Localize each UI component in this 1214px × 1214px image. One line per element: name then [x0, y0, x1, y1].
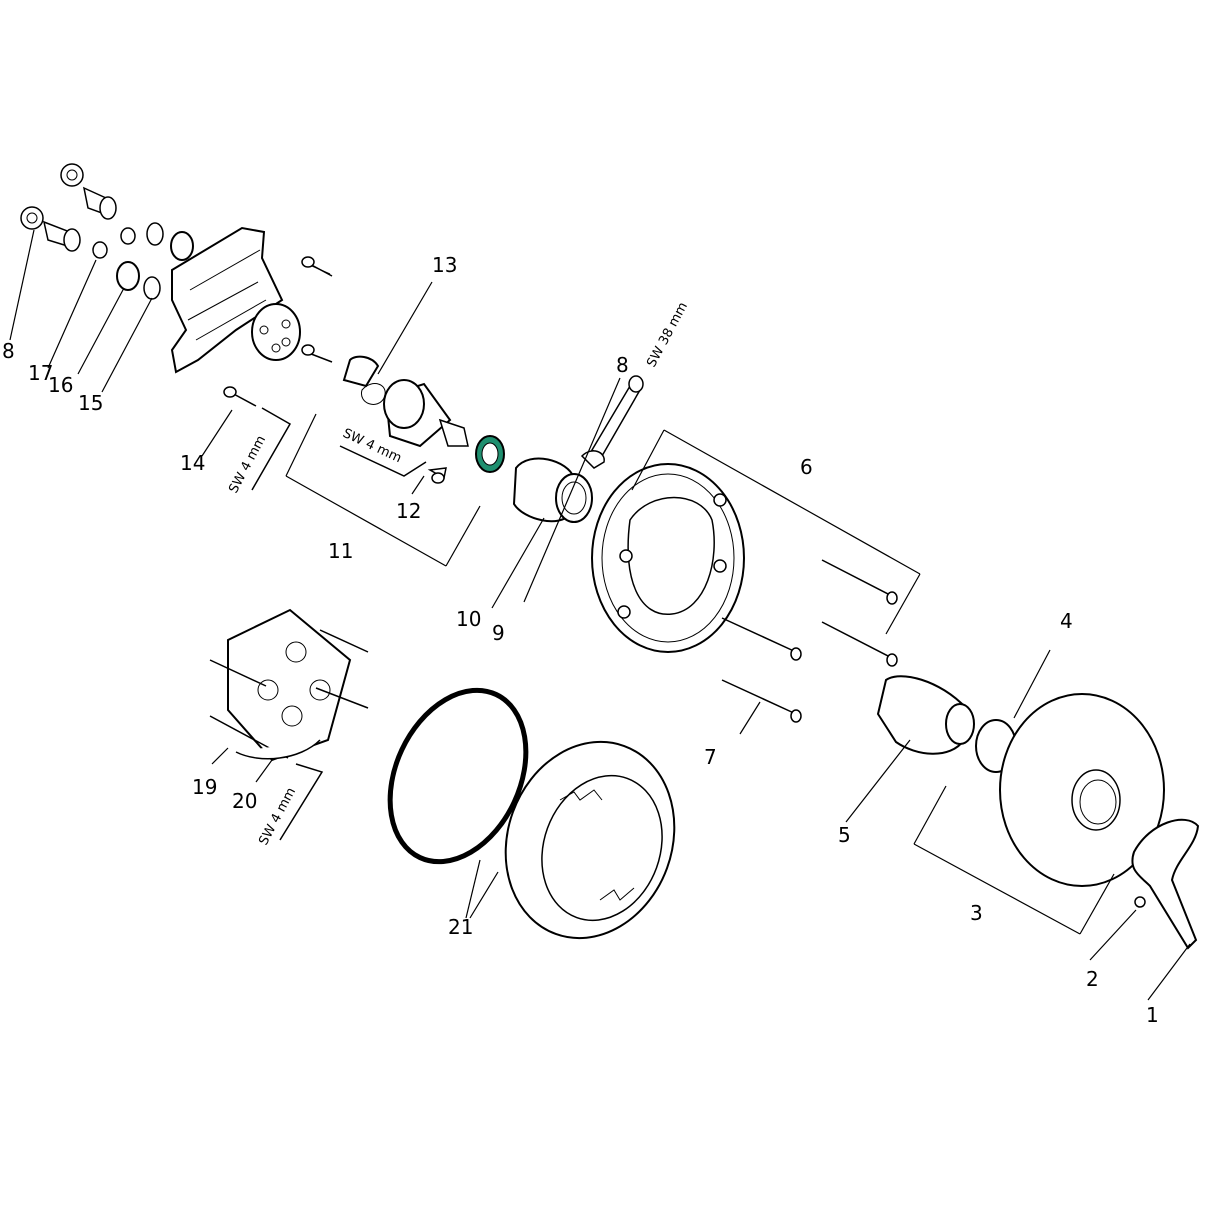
part-5-extension — [876, 675, 975, 755]
part-1-handle — [1131, 818, 1200, 950]
label-8-left: 8 — [2, 339, 15, 363]
part-8-stop-valve-upper — [60, 163, 117, 220]
tool-hex-key-14 — [251, 407, 292, 491]
body-screw-upper — [301, 256, 333, 277]
part-labels: 8 17 16 15 14 13 12 11 8 10 9 6 4 7 5 3 … — [2, 253, 1159, 1027]
bracket-11 — [285, 413, 481, 567]
label-14: 14 — [180, 451, 205, 475]
label-9: 9 — [492, 621, 505, 645]
part-21-mounting-ring — [504, 740, 676, 940]
part-16-o-ring — [116, 231, 194, 291]
label-16: 16 — [48, 373, 73, 397]
part-7-long-screws — [721, 559, 898, 723]
label-11: 11 — [328, 539, 353, 563]
screw-14 — [223, 386, 257, 407]
part-8-stop-valve-left — [20, 206, 81, 252]
label-2: 2 — [1086, 967, 1099, 991]
part-6-plate — [591, 463, 745, 653]
label-19: 19 — [192, 775, 217, 799]
part-21-seal-ring — [387, 687, 529, 865]
bracket-6 — [631, 429, 921, 635]
label-10: 10 — [456, 607, 481, 631]
bracket-3 — [913, 785, 1115, 935]
label-8-right: 8 — [616, 353, 629, 377]
label-21: 21 — [448, 915, 473, 939]
tool-hex-key-20 — [279, 763, 324, 841]
tool-hex-key-12 — [339, 445, 427, 477]
label-20: 20 — [232, 789, 257, 813]
tool-label-sw38: SW 38 mm — [644, 300, 691, 370]
body-screw-lower — [301, 344, 333, 363]
leader-lines — [9, 229, 1191, 1001]
label-6: 6 — [800, 455, 813, 479]
part-12-screw — [427, 467, 447, 484]
part-15-o-ring — [143, 222, 164, 300]
label-13: 13 — [432, 253, 457, 277]
part-10-sleeve — [512, 457, 593, 523]
label-5: 5 — [838, 823, 851, 847]
part-19-mounting-frame — [209, 608, 369, 762]
label-3: 3 — [970, 901, 983, 925]
label-1: 1 — [1146, 1003, 1159, 1027]
part-3-trim-plate — [999, 693, 1165, 887]
part-17-nut — [92, 227, 136, 259]
label-15: 15 — [78, 391, 103, 415]
part-highlighted-ring — [475, 435, 505, 473]
part-13-cartridge — [342, 355, 469, 448]
label-12: 12 — [396, 499, 421, 523]
tool-wrench-sw38 — [580, 375, 644, 469]
part-2-set-screw — [1134, 896, 1146, 908]
label-17: 17 — [28, 361, 53, 385]
valve-body — [170, 226, 301, 374]
label-4: 4 — [1060, 609, 1073, 633]
label-7: 7 — [704, 745, 717, 769]
